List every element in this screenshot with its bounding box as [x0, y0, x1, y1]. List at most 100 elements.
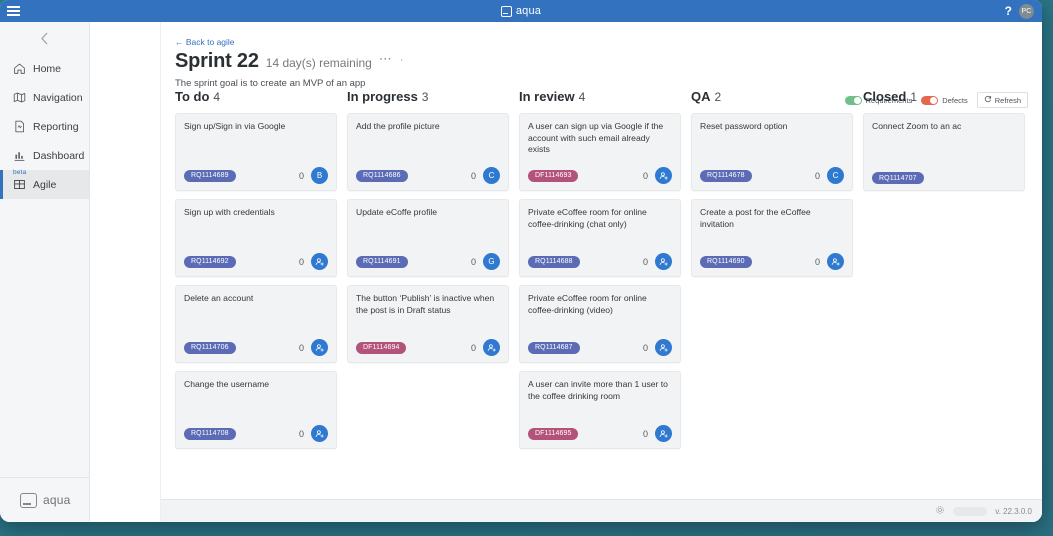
add-user-icon[interactable] [655, 167, 672, 184]
document-icon [12, 120, 26, 134]
card-footer: RQ1114707 [872, 162, 1016, 184]
card-title: Add the profile picture [356, 121, 440, 131]
column-count: 3 [421, 90, 429, 104]
dot-icon[interactable]: · [399, 54, 404, 66]
board-card[interactable]: A user can invite more than 1 user to th… [519, 371, 681, 449]
sidebar-item-label: Navigation [33, 91, 83, 104]
add-user-icon[interactable] [483, 339, 500, 356]
home-icon [12, 62, 26, 76]
board-card[interactable]: Private eCoffee room for online coffee-d… [519, 199, 681, 277]
assignee-avatar[interactable]: B [311, 167, 328, 184]
beta-tag: beta [13, 169, 27, 176]
add-user-icon[interactable] [311, 253, 328, 270]
card-comment-count: 0 [814, 256, 820, 267]
column-count: 1 [910, 90, 918, 104]
card-title: Private eCoffee room for online coffee-d… [528, 207, 647, 229]
card-id-badge[interactable]: RQ1114706 [184, 341, 236, 354]
card-id-badge[interactable]: RQ1114689 [184, 169, 236, 182]
back-to-agile-link[interactable]: ← Back to agile [175, 37, 235, 47]
assignee-avatar[interactable]: G [483, 253, 500, 270]
card-id-badge[interactable]: RQ1114678 [700, 169, 752, 182]
brand-name: aqua [43, 493, 71, 507]
defects-label: Defects [942, 95, 968, 105]
card-id-badge[interactable]: RQ1114707 [872, 172, 924, 184]
card-comment-count: 0 [298, 342, 304, 353]
sidebar-footer: aqua [0, 477, 89, 522]
defects-toggle[interactable]: Defects [921, 95, 968, 105]
card-id-badge[interactable]: DF1114693 [528, 169, 579, 182]
card-comment-count: 0 [470, 170, 476, 181]
refresh-label: Refresh [994, 95, 1021, 105]
assignee-avatar[interactable]: C [827, 167, 844, 184]
chevron-left-icon[interactable] [0, 22, 89, 54]
card-id-badge[interactable]: RQ1114688 [528, 255, 580, 268]
help-icon[interactable]: ? [1004, 4, 1012, 18]
app-title: aqua [515, 5, 542, 17]
card-id-badge[interactable]: RQ1114692 [184, 255, 236, 268]
add-user-icon[interactable] [311, 425, 328, 442]
sidebar-item-navigation[interactable]: Navigation [0, 83, 89, 112]
sidebar-item-agile[interactable]: beta Agile [0, 169, 89, 199]
add-user-icon[interactable] [655, 253, 672, 270]
card-id-badge[interactable]: RQ1114691 [356, 255, 408, 268]
card-title: Private eCoffee room for online coffee-d… [528, 293, 647, 315]
sprint-goal: The sprint goal is to create an MVP of a… [175, 78, 366, 89]
sidebar-item-home[interactable]: Home [0, 54, 89, 83]
gear-icon[interactable] [935, 505, 945, 518]
board-card[interactable]: Connect Zoom to an ac RQ1114707 [863, 113, 1025, 191]
board-card[interactable]: The button ‘Publish’ is inactive when th… [347, 285, 509, 363]
card-title: Connect Zoom to an ac [872, 121, 962, 131]
add-user-icon[interactable] [311, 339, 328, 356]
card-title: A user can sign up via Google if the acc… [528, 121, 664, 155]
board-card[interactable]: Private eCoffee room for online coffee-d… [519, 285, 681, 363]
card-id-badge[interactable]: RQ1114690 [700, 255, 752, 268]
add-user-icon[interactable] [655, 339, 672, 356]
user-avatar[interactable]: PC [1019, 3, 1034, 19]
card-footer: RQ1114690 0 [700, 243, 844, 270]
sidebar-spacer [0, 199, 89, 477]
defects-switch[interactable] [921, 95, 939, 105]
sidebar-item-dashboard[interactable]: Dashboard [0, 141, 89, 170]
bar-chart-icon [12, 149, 26, 163]
refresh-button[interactable]: Refresh [976, 92, 1028, 108]
top-bar-actions: ? PC [1004, 3, 1042, 19]
title-row: Sprint 22 14 day(s) remaining ⋯ · [175, 50, 1028, 73]
hamburger-icon[interactable] [0, 0, 26, 22]
card-comment-count: 0 [814, 170, 820, 181]
card-id-badge[interactable]: DF1114695 [528, 427, 579, 440]
card-id-badge[interactable]: RQ1114686 [356, 169, 408, 182]
board-card[interactable]: Create a post for the eCoffee invitation… [691, 199, 853, 277]
requirements-switch[interactable] [844, 95, 862, 105]
sidebar-item-reporting[interactable]: Reporting [0, 112, 89, 141]
status-bar: v. 22.3.0.0 [161, 499, 1042, 522]
card-id-badge[interactable]: RQ1114687 [528, 341, 580, 354]
card-id-badge[interactable]: DF1114694 [356, 341, 407, 354]
card-comment-count: 0 [642, 256, 648, 267]
add-user-icon[interactable] [827, 253, 844, 270]
ellipsis-icon[interactable]: ⋯ [378, 51, 393, 66]
card-id-badge[interactable]: RQ1114708 [184, 427, 236, 440]
card-title: A user can invite more than 1 user to th… [528, 379, 668, 401]
assignee-avatar[interactable]: C [483, 167, 500, 184]
add-user-icon[interactable] [655, 425, 672, 442]
requirements-toggle[interactable]: Requirements [844, 95, 912, 105]
board-card[interactable]: A user can sign up via Google if the acc… [519, 113, 681, 191]
